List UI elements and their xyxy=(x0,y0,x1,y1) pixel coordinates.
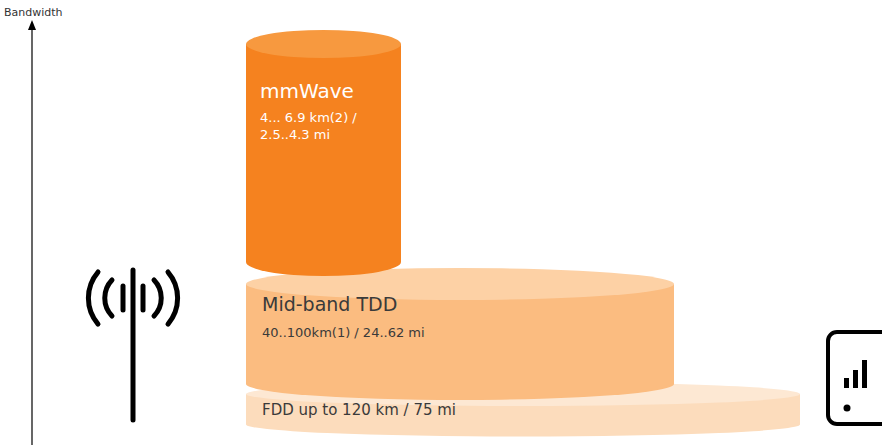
axis-label: Bandwidth xyxy=(4,6,63,19)
band-title: Mid-band TDD xyxy=(262,292,642,317)
band-title: mmWave xyxy=(260,78,382,104)
cylinder-shape xyxy=(246,30,401,276)
band-cylinder: Mid-band TDD 40..100km(1) / 24..62 mi xyxy=(246,268,674,400)
band-cylinder: mmWave 4... 6.9 km(2) / 2.5..4.3 mi xyxy=(246,30,401,276)
axis-line xyxy=(31,24,32,445)
axis-arrow xyxy=(28,20,36,30)
antenna-icon xyxy=(88,270,177,420)
range-text: 40..100km(1) / 24..62 mi xyxy=(262,325,642,342)
band-title: FDD up to 120 km / 75 mi xyxy=(262,401,762,421)
range-text: 4... 6.9 km(2) / 2.5..4.3 mi xyxy=(260,110,382,144)
phone-icon xyxy=(828,332,882,424)
